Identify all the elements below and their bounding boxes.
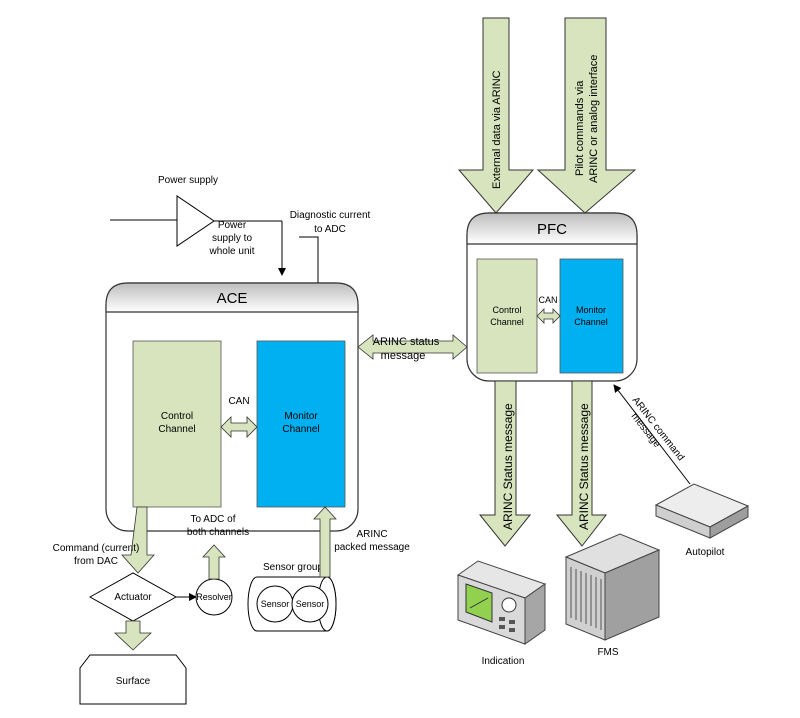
to-adc-label: To ADC of both channels [187, 514, 249, 538]
power-to-unit-label: Power supply to whole unit [208, 220, 254, 257]
svg-text:whole unit: whole unit [208, 246, 254, 257]
svg-text:Control: Control [492, 305, 521, 315]
pfc-control-channel [476, 258, 538, 374]
command-from-dac-arrow [121, 506, 155, 574]
arinc-to-indication-arrow [478, 380, 532, 547]
pilot-commands-label: Pilot commands via ARINC or analog inter… [574, 55, 600, 183]
diagnostic-current-label: Diagnostic current to ADC [290, 210, 371, 235]
svg-text:message: message [381, 350, 426, 362]
arinc-status-indication-label: ARINC Status message [501, 403, 515, 530]
actuator-label: Actuator [114, 592, 152, 603]
ace-control-channel-label: Control Channel [158, 411, 195, 435]
svg-text:supply to: supply to [212, 233, 252, 244]
pfc-can-label: CAN [538, 295, 557, 305]
svg-text:Control: Control [161, 411, 193, 422]
svg-text:ARINC or analog interface: ARINC or analog interface [588, 55, 600, 183]
arinc-packed-label: ARINC packed message [334, 529, 410, 553]
surface-box [79, 654, 187, 705]
svg-text:Channel: Channel [490, 317, 524, 327]
pilot-commands-arrow [536, 17, 637, 214]
svg-text:Channel: Channel [574, 317, 608, 327]
amplifier-icon [176, 195, 215, 247]
svg-text:Power: Power [218, 220, 247, 231]
arinc-status-label: ARINC status message [373, 336, 440, 362]
pfc-control-channel-label: Control Channel [490, 305, 524, 327]
surface-label: Surface [116, 676, 151, 687]
pfc-title: PFC [537, 221, 567, 238]
svg-text:Channel: Channel [158, 424, 195, 435]
fms-server-icon [564, 533, 661, 641]
svg-text:both channels: both channels [187, 527, 249, 538]
fms-label: FMS [597, 647, 618, 658]
resolver-to-ace-arrow [202, 544, 226, 580]
ace-title: ACE [217, 290, 248, 307]
autopilot-box-icon [654, 483, 750, 539]
arinc-status-double-arrow [357, 334, 468, 360]
arinc-command-label: ARINC command message [629, 395, 687, 463]
svg-text:Monitor: Monitor [284, 411, 318, 422]
svg-text:Command (current): Command (current) [53, 543, 140, 554]
power-supply-amplifier [110, 195, 286, 276]
ace-control-channel [132, 340, 222, 508]
pfc-monitor-channel [559, 258, 624, 374]
arinc-command-line [613, 384, 691, 485]
svg-text:from DAC: from DAC [74, 556, 118, 567]
svg-text:ARINC: ARINC [356, 529, 387, 540]
autopilot-label: Autopilot [686, 547, 725, 558]
external-data-arrow [457, 17, 535, 214]
ace-can-arrow [220, 416, 258, 438]
sensor-1-label: Sensor [261, 599, 290, 609]
ace-monitor-channel-label: Monitor Channel [282, 411, 319, 435]
svg-text:Channel: Channel [282, 424, 319, 435]
ace-can-label: CAN [228, 396, 249, 407]
arinc-to-fms-arrow [555, 380, 608, 547]
external-data-label: External data via ARINC [491, 70, 503, 189]
resolver-label: Resolver [196, 592, 232, 602]
svg-text:Monitor: Monitor [576, 305, 606, 315]
svg-text:Pilot commands via: Pilot commands via [574, 80, 586, 176]
pfc-can-arrow [536, 308, 561, 324]
pfc-monitor-channel-label: Monitor Channel [574, 305, 608, 327]
indication-label: Indication [482, 656, 525, 667]
svg-text:To ADC of: To ADC of [190, 514, 235, 525]
command-from-dac-label: Command (current) from DAC [53, 543, 140, 567]
svg-text:ARINC status: ARINC status [373, 336, 440, 348]
power-supply-label: Power supply [158, 175, 218, 186]
sensor-2 [291, 585, 329, 623]
svg-text:to ADC: to ADC [314, 224, 346, 235]
arinc-status-fms-label: ARINC Status message [577, 403, 591, 530]
sensor-to-ace-arrow [313, 506, 337, 578]
svg-text:Diagnostic current: Diagnostic current [290, 210, 371, 221]
ace-monitor-channel [256, 340, 346, 508]
sensor-2-label: Sensor [296, 599, 325, 609]
svg-text:packed message: packed message [334, 542, 410, 553]
sensor-group-label: Sensor group [263, 562, 323, 573]
indicator-gauge-icon [456, 560, 547, 645]
actuator-to-surface-arrow [113, 620, 153, 651]
